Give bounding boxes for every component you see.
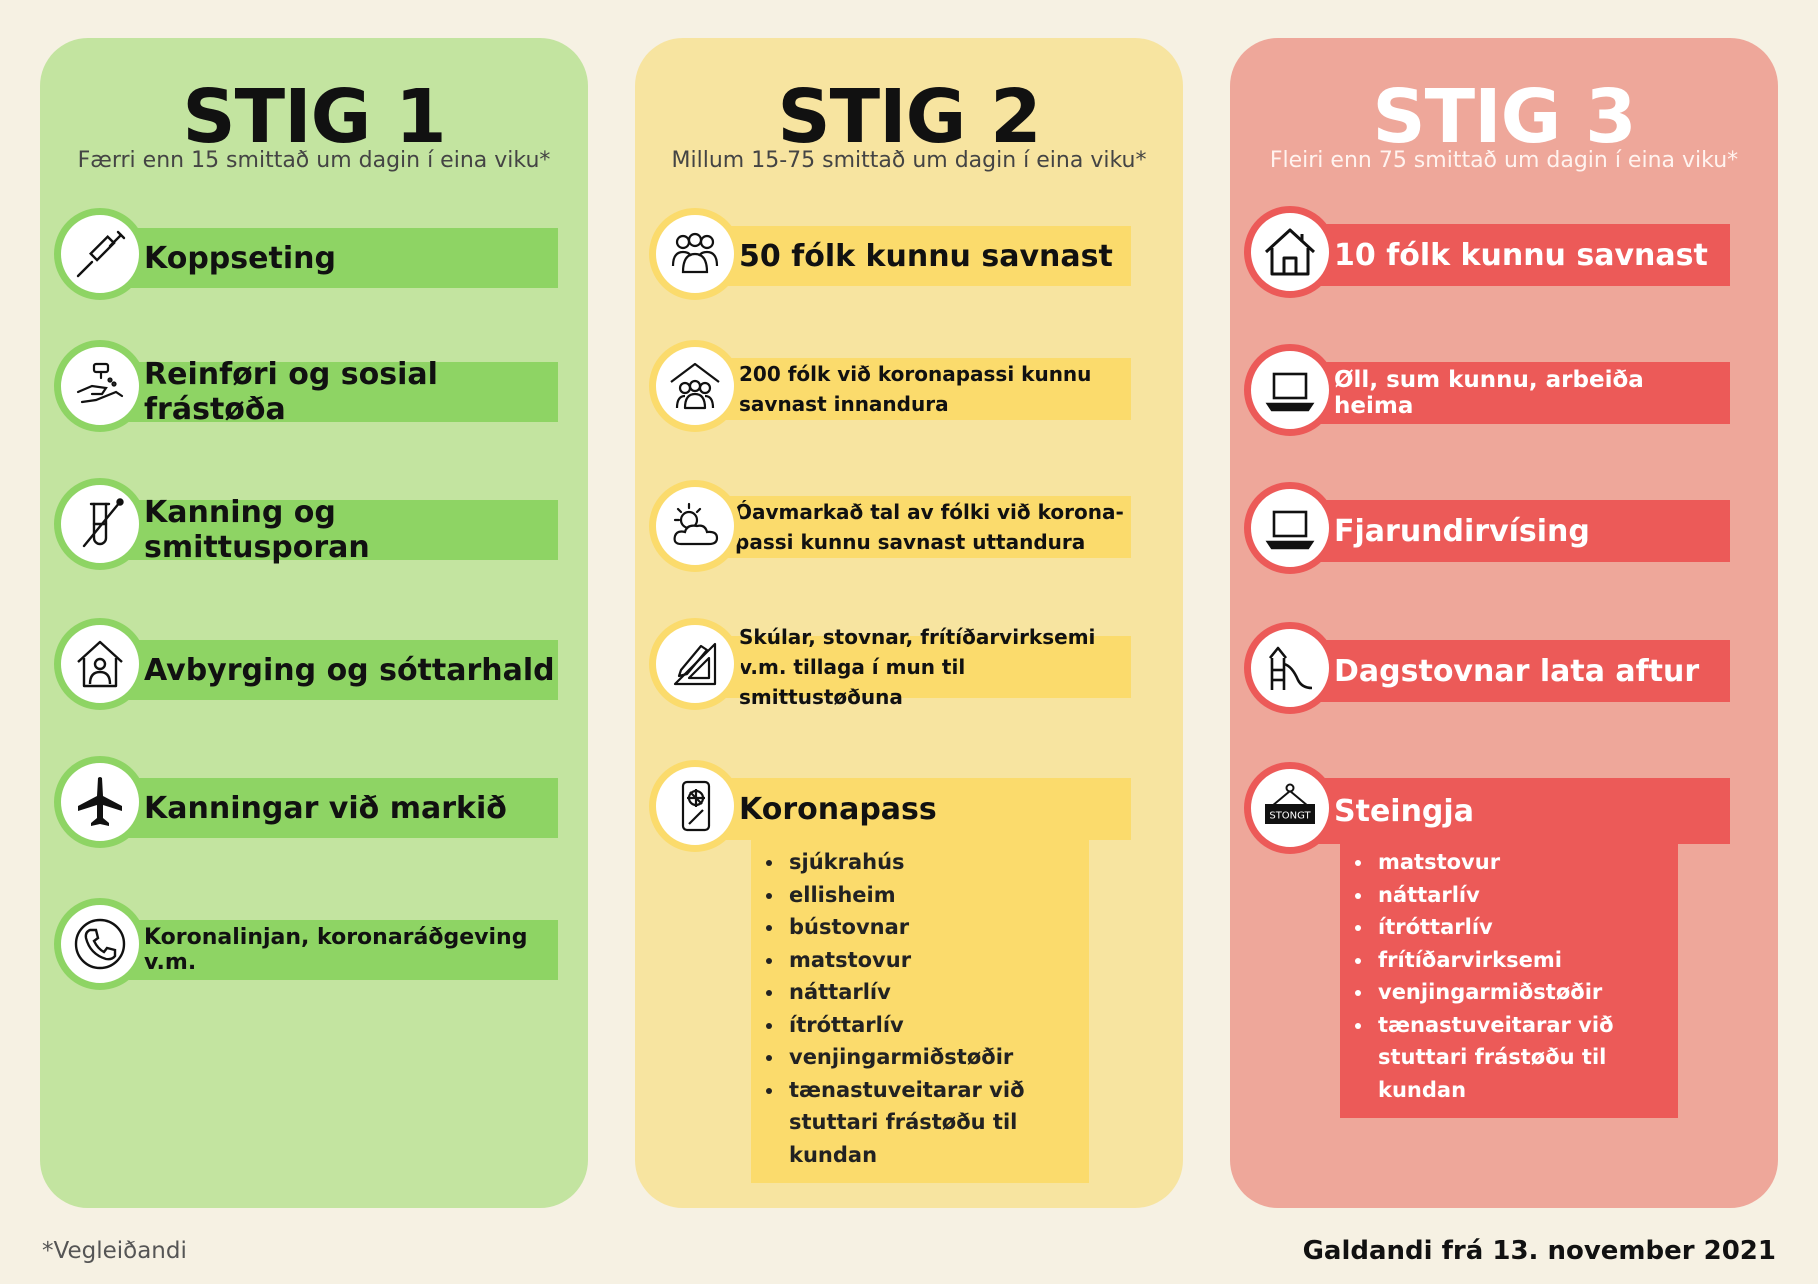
- stig2-item-gathering-50: 50 fólk kunnu savnast: [649, 208, 1169, 304]
- stig1-item-border-testing: Kanningar við markið: [54, 756, 574, 852]
- stig3-closure-list: matstovur náttarlív ítróttarlív frítíðar…: [1340, 840, 1678, 1118]
- stig3-item-remote-teaching: Fjarundirvísing: [1244, 482, 1764, 578]
- stig2-panel: STIG 2 Millum 15-75 smittað um dagin í e…: [635, 38, 1183, 1208]
- phone-pass-icon: [649, 760, 741, 852]
- item-label: Dagstovnar lata aftur: [1334, 653, 1700, 689]
- item-label: Reinføri og sosial frástøða: [144, 357, 438, 427]
- item-label: Koronalinjan, koronaráðgeving v.m.: [144, 925, 528, 975]
- stig1-item-isolation: Avbyrging og sóttarhald: [54, 618, 574, 714]
- list-item: matstovur: [1374, 846, 1678, 879]
- stig3-panel: STIG 3 Fleiri enn 75 smittað um dagin í …: [1230, 38, 1778, 1208]
- item-label: Óavmarkað tal av fólki við korona-passi …: [735, 500, 1124, 554]
- hand-sanitizer-icon: [54, 340, 146, 432]
- list-item: ellisheim: [785, 879, 1089, 912]
- closed-sign-text: STONGT: [1269, 811, 1311, 822]
- stig1-item-hygiene: Reinføri og sosial frástøða: [54, 340, 574, 436]
- stig1-item-vaccination: Koppseting: [54, 208, 574, 304]
- list-item: ítróttarlív: [1374, 911, 1678, 944]
- list-item: bústovnar: [785, 911, 1089, 944]
- list-item: ítróttarlív: [785, 1009, 1089, 1042]
- house-person-icon: [54, 618, 146, 710]
- list-item: sjúkrahús: [785, 846, 1089, 879]
- stig3-item-work-from-home: Øll, sum kunnu, arbeiða heima: [1244, 344, 1764, 440]
- list-item: náttarlív: [1374, 879, 1678, 912]
- stig1-panel: STIG 1 Færri enn 15 smittað um dagin í e…: [40, 38, 588, 1208]
- stig3-item-daycare-closed: Dagstovnar lata aftur: [1244, 622, 1764, 718]
- stig2-item-koronapass: Koronapass: [649, 760, 1169, 856]
- item-label: Avbyrging og sóttarhald: [144, 652, 555, 688]
- closed-sign-icon: STONGT: [1244, 762, 1336, 854]
- sun-cloud-icon: [649, 480, 741, 572]
- house-icon: [1244, 206, 1336, 298]
- stig2-item-gathering-indoors: 200 fólk við koronapassi kunnu savnast i…: [649, 340, 1169, 436]
- test-tube-swab-icon: [54, 478, 146, 570]
- list-item: matstovur: [785, 944, 1089, 977]
- item-label: Koppseting: [144, 240, 336, 276]
- item-label: Kanningar við markið: [144, 790, 507, 826]
- playground-slide-icon: [1244, 622, 1336, 714]
- stig3-subtitle: Fleiri enn 75 smittað um dagin í eina vi…: [1269, 148, 1739, 173]
- laptop-icon: [1244, 482, 1336, 574]
- stig3-item-closures: Steingja STONGT: [1244, 762, 1764, 858]
- airplane-icon: [54, 756, 146, 848]
- stig1-item-hotline: Koronalinjan, koronaráðgeving v.m.: [54, 898, 574, 994]
- item-label: Steingja: [1334, 793, 1474, 829]
- phone-icon: [54, 898, 146, 990]
- list-item: tænastuveitarar við stuttari frástøðu ti…: [785, 1074, 1089, 1172]
- valid-from-date: Galdandi frá 13. november 2021: [1302, 1236, 1776, 1266]
- list-item: tænastuveitarar við stuttari frástøðu ti…: [1374, 1009, 1678, 1107]
- stig2-title: STIG 2: [777, 74, 1041, 160]
- stig3-item-gathering-10: 10 fólk kunnu savnast: [1244, 206, 1764, 302]
- list-item: frítíðarvirksemi: [1374, 944, 1678, 977]
- stig2-subtitle: Millum 15-75 smittað um dagin í eina vik…: [671, 148, 1147, 173]
- list-item: venjingarmiðstøðir: [785, 1041, 1089, 1074]
- list-item: venjingarmiðstøðir: [1374, 976, 1678, 1009]
- people-indoors-icon: [649, 340, 741, 432]
- stig1-subtitle: Færri enn 15 smittað um dagin í eina vik…: [77, 148, 551, 173]
- pencil-ruler-icon: [649, 618, 741, 710]
- footnote: *Vegleiðandi: [42, 1238, 187, 1264]
- syringe-icon: [54, 208, 146, 300]
- item-label: Skúlar, stovnar, frítíðarvirksemi v.m. t…: [739, 625, 1096, 709]
- list-item: náttarlív: [785, 976, 1089, 1009]
- item-label: Koronapass: [739, 791, 937, 827]
- stig3-title: STIG 3: [1372, 74, 1636, 160]
- item-label: Kanning og smittusporan: [144, 495, 370, 565]
- stig1-title: STIG 1: [182, 74, 446, 160]
- laptop-icon: [1244, 344, 1336, 436]
- stig2-venue-list: sjúkrahús ellisheim bústovnar matstovur …: [751, 840, 1089, 1183]
- item-label: Fjarundirvísing: [1334, 513, 1590, 549]
- item-label: 200 fólk við koronapassi kunnu savnast i…: [739, 362, 1092, 416]
- stig2-item-gathering-outdoors: Óavmarkað tal av fólki við korona-passi …: [649, 480, 1169, 576]
- stig1-item-testing: Kanning og smittusporan: [54, 478, 574, 574]
- item-label: Øll, sum kunnu, arbeiða heima: [1334, 367, 1644, 419]
- stig2-item-schools: Skúlar, stovnar, frítíðarvirksemi v.m. t…: [649, 618, 1169, 714]
- item-label: 50 fólk kunnu savnast: [739, 238, 1113, 274]
- people-group-icon: [649, 208, 741, 300]
- item-label: 10 fólk kunnu savnast: [1334, 237, 1708, 273]
